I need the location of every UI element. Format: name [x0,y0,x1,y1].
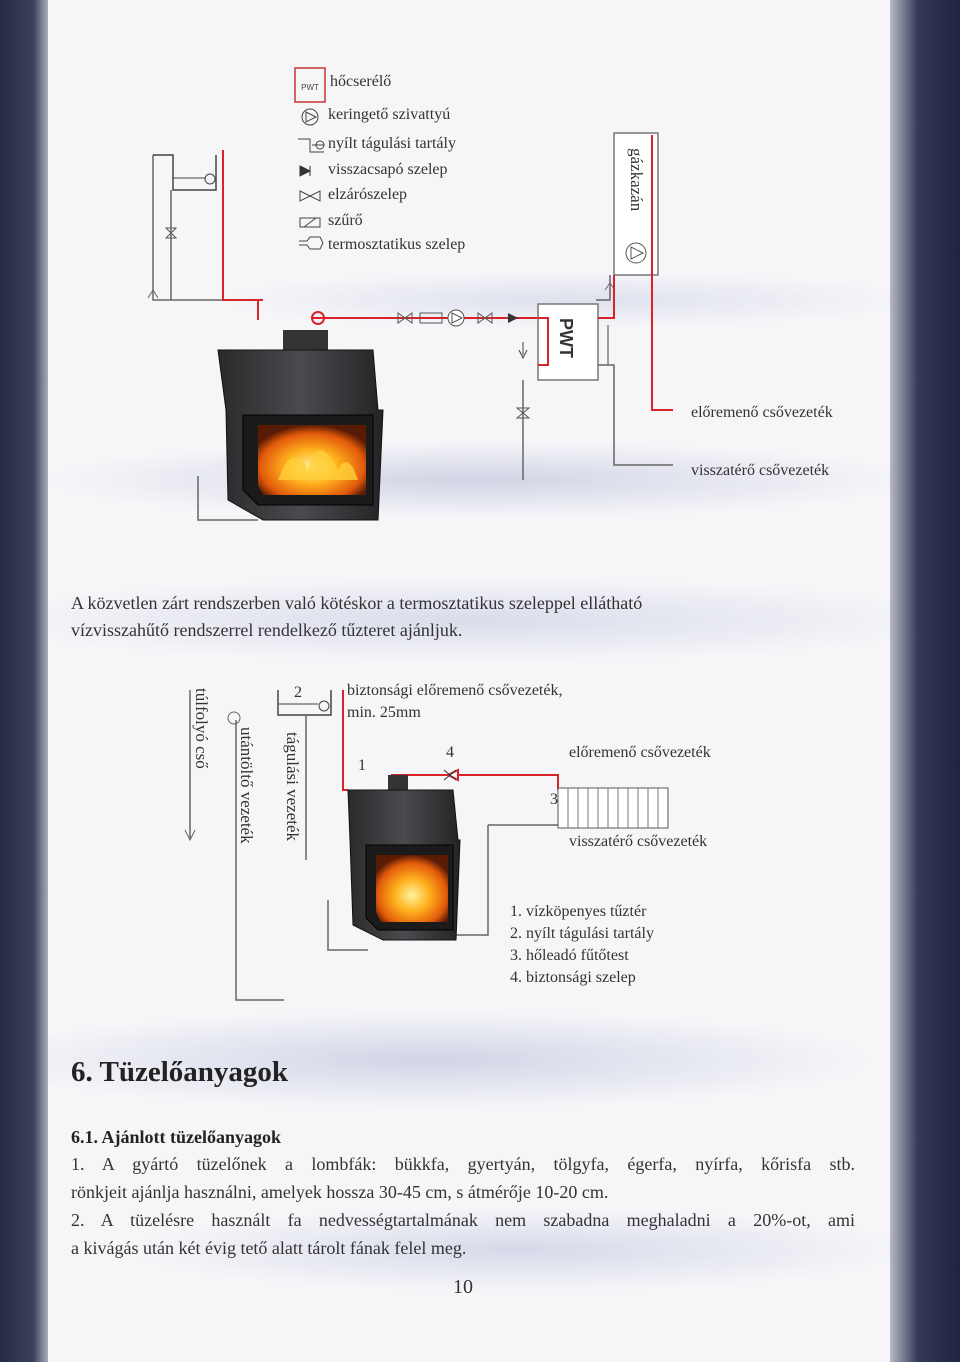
intro-text-line-2: vízvisszahűtő rendszerrel rendelkező tűz… [71,620,463,640]
legend-expansion-tank-icon [298,138,324,153]
flow-pipe-label-1: előremenő csővezeték [691,404,833,421]
paragraph-1-line-1: 1. A gyártó tüzelőnek a lombfák: bükkfa,… [71,1154,855,1174]
right-margin-band [890,0,960,1362]
marker-4: 4 [446,744,454,761]
expansion-pipe-label: tágulási vezeték [283,732,302,842]
legend-thermostatic-valve-icon [299,236,324,250]
key-item-1: 1. vízköpenyes tűztér [510,903,647,920]
marker-3: 3 [550,791,558,808]
legend-heat-exchanger-icon [294,67,326,103]
legend-check-valve-icon [299,165,312,177]
section-subtitle: 6.1. Ajánlott tüzelőanyagok [71,1127,282,1147]
svg-text:PWT: PWT [301,83,319,92]
gas-boiler-label: gázkazán [627,148,646,212]
heating-diagram-graphics: PWT [147,67,673,1001]
pwt-label: PWT [556,318,576,358]
legend-label-shutoff-valve: elzárószelep [328,186,408,203]
legend-label-expansion-tank: nyílt tágulási tartály [328,135,456,152]
legend-label-circulation-pump: keringető szivattyú [328,106,451,123]
legend-label-filter: szűrő [328,212,363,229]
radiator [557,787,669,829]
document-page: PWT [48,0,890,1362]
paragraph-1-line-2: rönkjeit ajánlja használni, amelyek hoss… [71,1182,609,1202]
overflow-pipe-label: túlfolyó cső [192,688,211,769]
legend-label-check-valve: visszacsapó szelep [328,161,448,178]
legend-shutoff-valve-icon [299,190,321,202]
intro-text-line-1: A közvetlen zárt rendszerben való kötésk… [71,593,643,613]
fireplace-insert-1 [217,330,384,521]
legend-label-thermostatic-valve: termosztatikus szelep [328,236,466,253]
return-pipe-label-2: visszatérő csővezeték [569,833,708,850]
return-pipe-label-1: visszatérő csővezeték [691,462,830,479]
safety-flow-label-line-2: min. 25mm [347,704,421,721]
marker-1: 1 [358,757,366,774]
key-item-4: 4. biztonsági szelep [510,969,636,986]
legend-circulation-pump-icon [301,108,319,126]
marker-2: 2 [294,684,302,701]
safety-flow-label-line-1: biztonsági előremenő csővezeték, [347,682,563,699]
fireplace-insert-2 [347,775,461,941]
key-item-2: 2. nyílt tágulási tartály [510,925,654,942]
page-number: 10 [453,1276,473,1298]
key-item-3: 3. hőleadó fűtőtest [510,947,629,964]
left-margin-band [0,0,48,1362]
legend-label-heat-exchanger: hőcserélő [330,73,392,90]
section-title: 6. Tüzelőanyagok [71,1056,289,1088]
paragraph-2-line-2: a kivágás után két évig tető alatt tárol… [71,1238,467,1258]
paragraph-2-line-1: 2. A tüzelésre használt fa nedvességtart… [71,1210,855,1230]
flow-pipe-label-2: előremenő csővezeték [569,744,711,761]
fill-pipe-label: utántöltő vezeték [237,727,256,844]
legend-filter-icon [299,217,321,228]
